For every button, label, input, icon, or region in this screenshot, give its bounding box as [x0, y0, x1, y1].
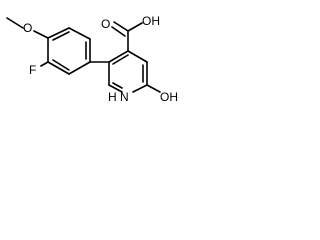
bond-ring-f — [40, 61, 49, 67]
bond-c-oh — [127, 22, 143, 32]
label-fluorine: F — [29, 63, 36, 77]
bond-ring2-inner-1 — [112, 54, 129, 65]
bond-ring1-inner-1 — [52, 31, 70, 41]
bond-ring1-inner-3 — [52, 59, 70, 71]
label-ring-nh-h: H — [108, 90, 117, 104]
bond-c-o-1 — [113, 21, 129, 32]
atom-labels: O F O OH H N OH — [23, 14, 178, 104]
bond-o-ring — [33, 30, 49, 39]
label-ring-nitrogen: N — [120, 90, 129, 104]
molecule-svg: O F O OH H N OH — [6, 14, 178, 104]
bond-ring1-b — [68, 27, 91, 40]
label-carboxyl-oh: OH — [142, 14, 160, 28]
bond-lines — [6, 17, 161, 93]
bond-ring2-b — [127, 50, 148, 63]
label-carbonyl-o: O — [101, 17, 110, 31]
bond-ring2-inner-3 — [112, 82, 123, 89]
bond-ring1-e — [47, 61, 70, 75]
bond-methyl-o — [6, 17, 24, 29]
structure-diagram: O F O OH H N OH — [0, 0, 204, 144]
bond-ring1-d — [68, 61, 91, 75]
bond-ring1-a — [47, 27, 70, 39]
label-hydroxy: OH — [160, 90, 178, 104]
label-methoxy-o: O — [23, 21, 32, 35]
bond-c-o-2 — [111, 26, 126, 37]
bond-ring2-e — [108, 84, 123, 93]
bond-ring2-d — [132, 84, 148, 93]
bond-ring-oh — [146, 84, 161, 93]
bond-ring2-a — [108, 50, 129, 63]
